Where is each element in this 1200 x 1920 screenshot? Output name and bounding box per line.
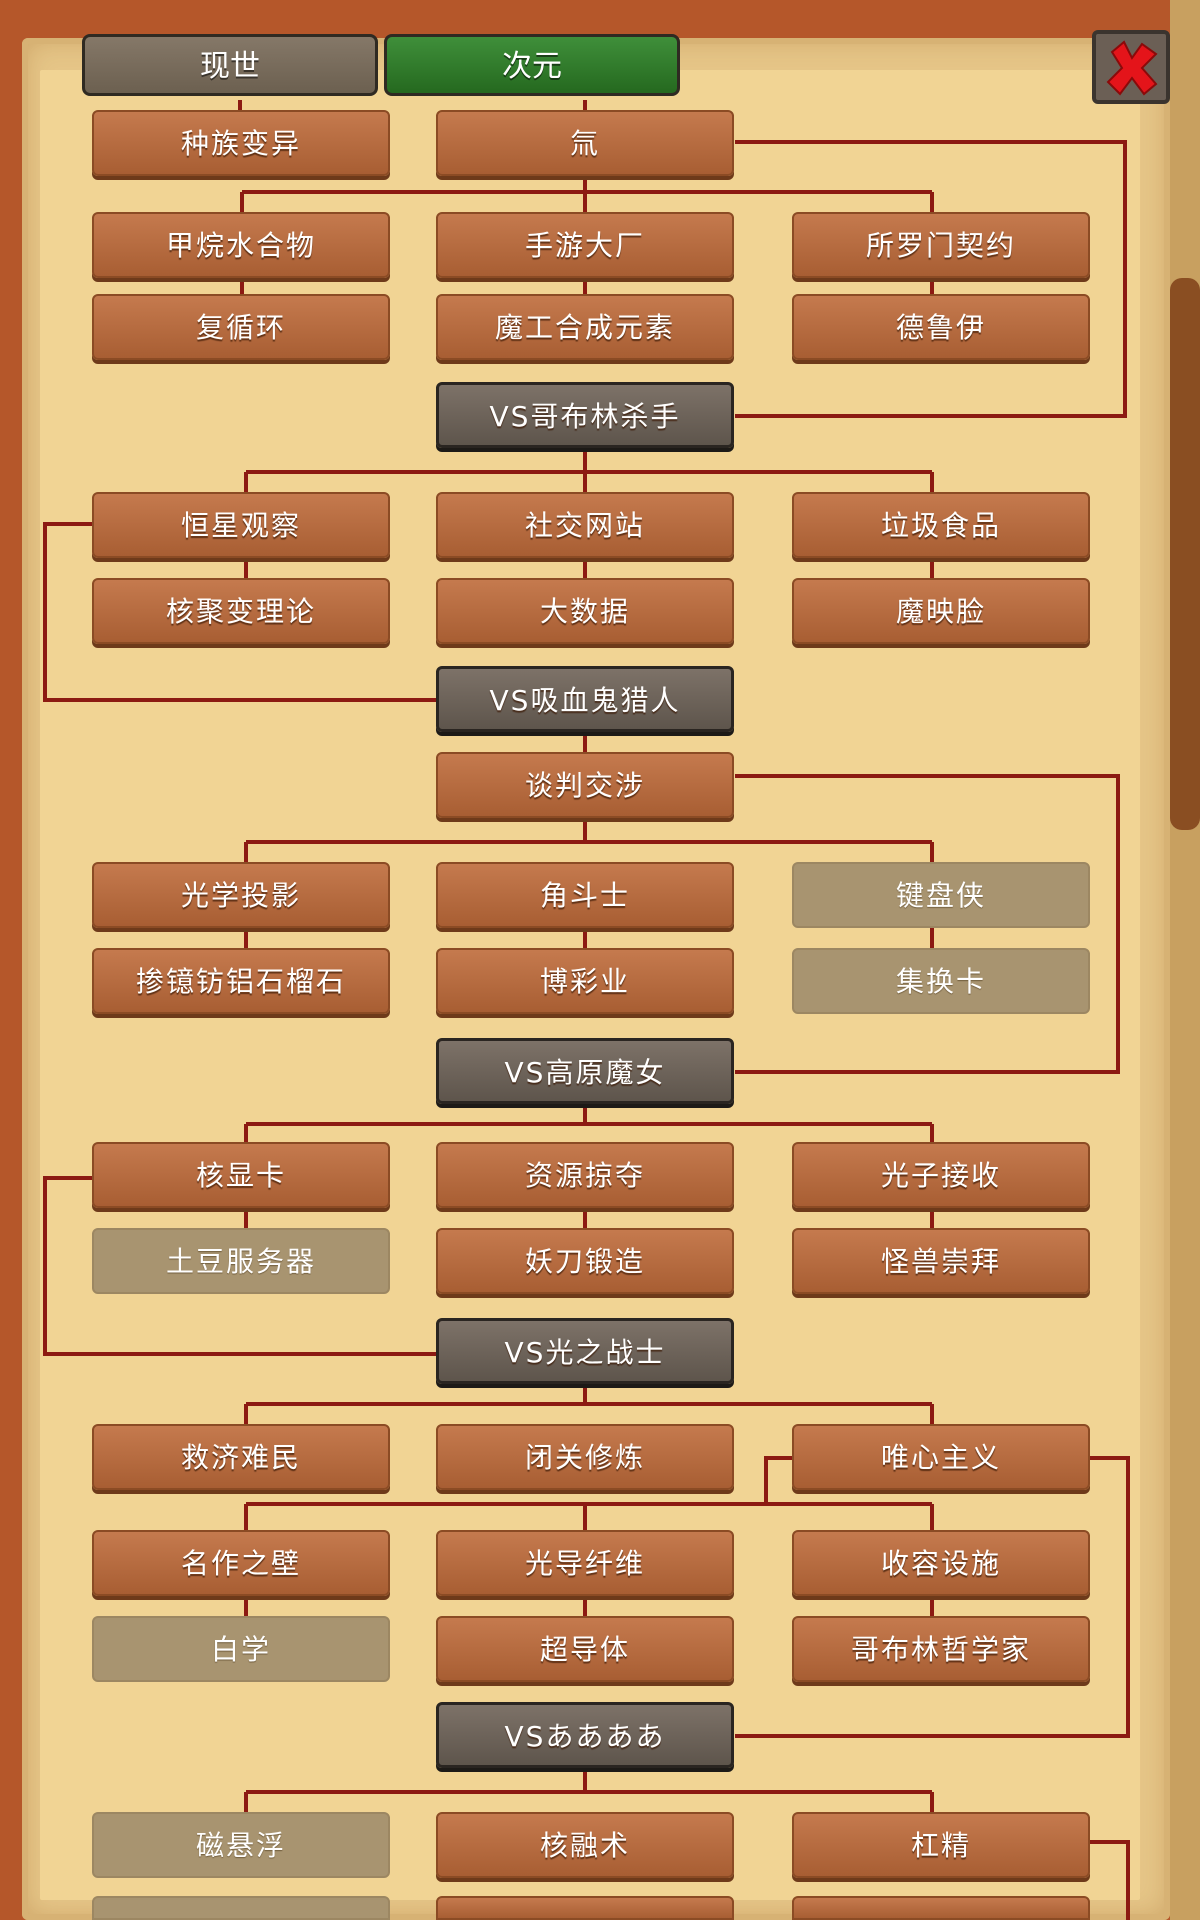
tech-node[interactable]: 魔工合成元素: [436, 294, 734, 360]
tech-node[interactable]: 唯心主义: [792, 1424, 1090, 1490]
tech-node-partial[interactable]: [92, 1896, 390, 1920]
tech-node[interactable]: 核显卡: [92, 1142, 390, 1208]
tech-node-partial[interactable]: [792, 1896, 1090, 1920]
tech-node[interactable]: 收容设施: [792, 1530, 1090, 1596]
tech-node[interactable]: 社交网站: [436, 492, 734, 558]
boss-node[interactable]: VS哥布林杀手: [436, 382, 734, 448]
close-button[interactable]: [1092, 30, 1170, 104]
tech-node[interactable]: 资源掠夺: [436, 1142, 734, 1208]
tech-node[interactable]: 光学投影: [92, 862, 390, 928]
tech-node[interactable]: 复循环: [92, 294, 390, 360]
scrollbar-thumb[interactable]: [1170, 278, 1200, 830]
tech-node-partial[interactable]: [436, 1896, 734, 1920]
tab-present-world[interactable]: 现世: [82, 34, 378, 96]
tech-node[interactable]: 恒星观察: [92, 492, 390, 558]
boss-node[interactable]: VSああああ: [436, 1702, 734, 1768]
tech-node[interactable]: 怪兽崇拜: [792, 1228, 1090, 1294]
tech-node[interactable]: 博彩业: [436, 948, 734, 1014]
tech-node[interactable]: 闭关修炼: [436, 1424, 734, 1490]
tech-node[interactable]: 光子接收: [792, 1142, 1090, 1208]
boss-node[interactable]: VS吸血鬼猎人: [436, 666, 734, 732]
tech-node[interactable]: 种族变异: [92, 110, 390, 176]
tech-node[interactable]: 救济难民: [92, 1424, 390, 1490]
tech-node[interactable]: 大数据: [436, 578, 734, 644]
tech-node-locked[interactable]: 集换卡: [792, 948, 1090, 1014]
tech-node-locked[interactable]: 白学: [92, 1616, 390, 1682]
tech-node[interactable]: 德鲁伊: [792, 294, 1090, 360]
tech-node[interactable]: 哥布林哲学家: [792, 1616, 1090, 1682]
tech-node[interactable]: 名作之壁: [92, 1530, 390, 1596]
tech-node[interactable]: 核聚变理论: [92, 578, 390, 644]
tech-node[interactable]: 妖刀锻造: [436, 1228, 734, 1294]
tech-node[interactable]: 谈判交涉: [436, 752, 734, 818]
tech-node[interactable]: 光导纤维: [436, 1530, 734, 1596]
tech-node[interactable]: 垃圾食品: [792, 492, 1090, 558]
tech-node[interactable]: 魔映脸: [792, 578, 1090, 644]
tab-dimension[interactable]: 次元: [384, 34, 680, 96]
tech-node[interactable]: 核融术: [436, 1812, 734, 1878]
tech-node[interactable]: 超导体: [436, 1616, 734, 1682]
tech-node[interactable]: 角斗士: [436, 862, 734, 928]
tech-node-locked[interactable]: 磁悬浮: [92, 1812, 390, 1878]
tech-node[interactable]: 手游大厂: [436, 212, 734, 278]
close-icon: [1106, 40, 1158, 96]
tech-node[interactable]: 所罗门契约: [792, 212, 1090, 278]
tech-node[interactable]: 氚: [436, 110, 734, 176]
boss-node[interactable]: VS高原魔女: [436, 1038, 734, 1104]
boss-node[interactable]: VS光之战士: [436, 1318, 734, 1384]
tech-node[interactable]: 甲烷水合物: [92, 212, 390, 278]
tech-node-locked[interactable]: 键盘侠: [792, 862, 1090, 928]
tech-node[interactable]: 杠精: [792, 1812, 1090, 1878]
tech-node[interactable]: 掺镱钫铝石榴石: [92, 948, 390, 1014]
tech-node-locked[interactable]: 土豆服务器: [92, 1228, 390, 1294]
